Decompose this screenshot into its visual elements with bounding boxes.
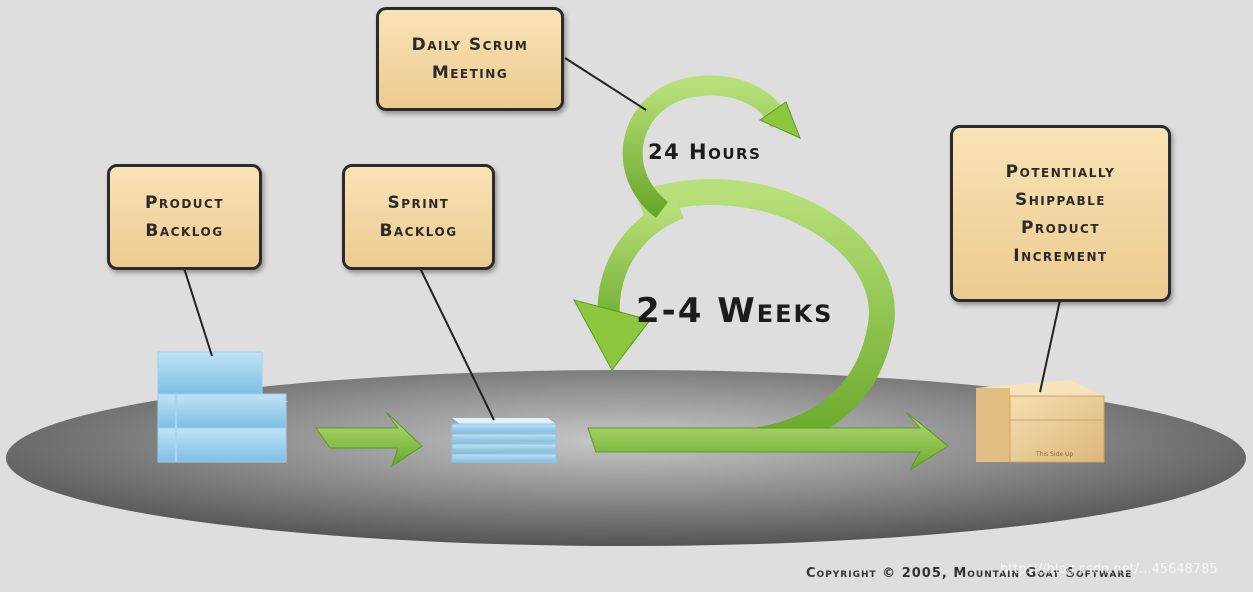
increment-line-3: Product	[1020, 217, 1101, 238]
daily-scrum-callout: Daily Scrum Meeting	[376, 7, 564, 111]
sprint-cycle-arrow-icon	[573, 179, 949, 471]
box-text: This Side Up	[1035, 451, 1073, 458]
daily-cycle-arrow-icon	[622, 75, 801, 218]
daily-scrum-line-2: Meeting	[431, 63, 509, 83]
connector-product-backlog	[183, 267, 213, 357]
increment-callout: Potentially Shippable Product Increment	[950, 125, 1171, 302]
product-backlog-line-2: Backlog	[145, 221, 224, 241]
daily-scrum-line-1: Daily Scrum	[411, 35, 529, 55]
product-backlog-callout: Product Backlog	[107, 164, 262, 270]
watermark-text: https://blog.csdn.net/...45648785	[1000, 562, 1218, 577]
platform-ellipse	[6, 370, 1246, 546]
sprint-backlog-callout: Sprint Backlog	[342, 164, 495, 270]
connector-increment	[1039, 299, 1061, 393]
connector-sprint-backlog	[419, 267, 495, 421]
sprint-backlog-line-2: Backlog	[379, 221, 458, 241]
connector-daily-scrum	[564, 57, 647, 111]
increment-line-2: Shippable	[1014, 189, 1106, 210]
flow-arrow-icon	[315, 411, 423, 468]
hours-label: 24 Hours	[648, 140, 762, 164]
shippable-box-icon: This Side Up	[976, 380, 1105, 463]
copyright-text: Copyright © 2005, Mountain Goat Software	[806, 566, 1133, 581]
product-backlog-line-1: Product	[144, 193, 225, 213]
product-backlog-stack-icon	[157, 351, 288, 463]
weeks-label: 2-4 Weeks	[636, 291, 834, 331]
increment-line-1: Potentially	[1005, 161, 1116, 182]
increment-line-4: Increment	[1013, 245, 1108, 266]
sprint-backlog-line-1: Sprint	[387, 193, 450, 213]
sprint-backlog-stack-icon	[451, 418, 557, 463]
